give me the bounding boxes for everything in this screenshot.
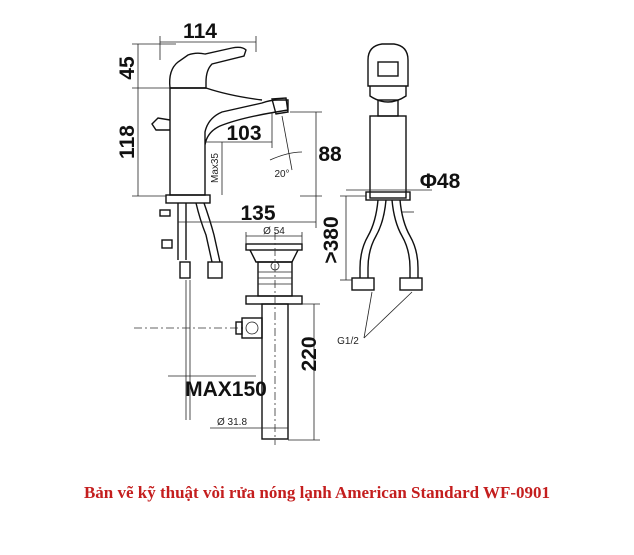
drawing-caption: Bản vẽ kỹ thuật vòi rửa nóng lạnh Americ… (83, 483, 551, 502)
dim-waste-top-diameter: Ø 54 (263, 226, 285, 237)
dim-waste-diameter: Ø 31.8 (217, 417, 247, 428)
dim-body-height: 118 (116, 125, 139, 159)
dim-handle-height: 45 (116, 56, 139, 80)
popup-rod (134, 280, 244, 420)
dim-max-thickness: Max35 (210, 153, 221, 183)
dim-base-width: 135 (240, 202, 275, 225)
dim-max-distance: MAX150 (185, 378, 267, 401)
dim-hose-length: >380 (320, 216, 343, 263)
dimension-lines (132, 36, 432, 441)
dim-thread: G1/2 (337, 336, 359, 347)
dim-angle: 20° (274, 169, 289, 180)
faucet-front-view (351, 43, 423, 291)
dim-spout-reach: 103 (226, 122, 261, 145)
waste-assembly (235, 232, 303, 445)
dim-width-top: 114 (183, 20, 217, 43)
dim-waste-length: 220 (298, 336, 321, 371)
dim-spout-height: 88 (318, 143, 342, 166)
faucet-side-view (151, 46, 289, 279)
dim-body-diameter: Φ48 (420, 170, 461, 193)
